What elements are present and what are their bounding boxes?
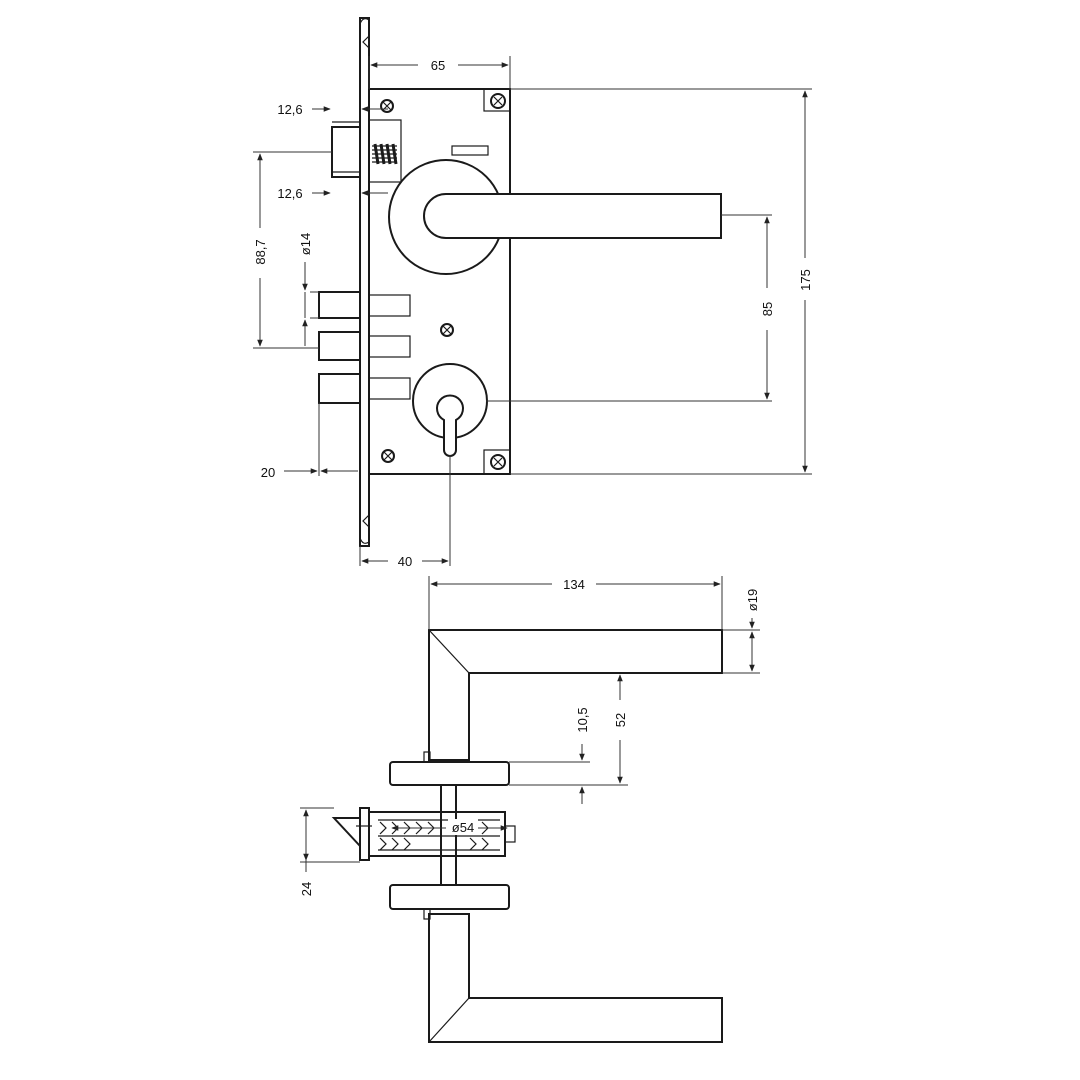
lower-handle-lever	[428, 913, 723, 1043]
case-screw-icon	[483, 449, 511, 475]
dimension-20: 20	[261, 465, 358, 480]
dimension-latch-bottom-label: 12,6	[277, 186, 302, 201]
faceplate	[359, 17, 370, 547]
dimension-bolt-diameter: ø14	[298, 233, 313, 346]
upper-handle-lever	[428, 629, 723, 761]
dimension-65: 65	[370, 58, 509, 73]
case-screw-icon	[483, 88, 511, 112]
dimension-175-label: 175	[798, 269, 813, 291]
case-screw-icon	[381, 449, 395, 463]
dimension-40: 40	[361, 554, 449, 569]
dimension-latch-top: 12,6	[277, 102, 388, 117]
dimension-52-label: 52	[613, 713, 628, 727]
upper-rose	[389, 761, 510, 786]
latch-bolt	[331, 119, 402, 183]
dimension-65-label: 65	[431, 58, 445, 73]
lock-case	[368, 88, 511, 475]
dimension-85: 85	[760, 216, 775, 400]
dimension-85-label: 85	[760, 302, 775, 316]
dimension-88-7-label: 88,7	[253, 239, 268, 264]
dimension-rose-thickness: 10,5	[575, 707, 590, 804]
side-view: 134 ø19 10,5 52 ø54	[299, 576, 760, 1043]
dimension-24-label: 24	[299, 882, 314, 896]
dimension-40-label: 40	[398, 554, 412, 569]
dimension-rose-thickness-label: 10,5	[575, 707, 590, 732]
spring-tab	[451, 145, 489, 156]
front-view: 65 12,6 12,6 88,7 ø14	[253, 17, 813, 569]
case-screw-icon	[440, 323, 454, 337]
dimension-20-label: 20	[261, 465, 275, 480]
dimension-latch-bottom: 12,6	[277, 186, 388, 201]
lock-body-section	[331, 807, 516, 861]
dimension-134-label: 134	[563, 577, 585, 592]
dimension-bolt-diameter-label: ø14	[298, 233, 313, 255]
dimension-rose-diameter: ø54	[391, 819, 508, 835]
dimension-24: 24	[299, 809, 314, 896]
dimension-88-7: 88,7	[253, 153, 268, 347]
dimension-rose-diameter-label: ø54	[452, 820, 474, 835]
handle-lever	[423, 193, 722, 239]
dimension-175: 175	[798, 90, 813, 473]
case-screw-icon	[380, 99, 394, 113]
dimension-handle-diameter-label: ø19	[745, 589, 760, 611]
dimension-latch-top-label: 12,6	[277, 102, 302, 117]
dimension-handle-diameter: ø19	[745, 589, 760, 672]
dead-bolt	[318, 291, 411, 404]
dimension-52: 52	[613, 674, 628, 784]
dimension-134: 134	[430, 577, 721, 592]
keyhole-icon	[436, 394, 464, 457]
lower-rose	[389, 884, 510, 910]
